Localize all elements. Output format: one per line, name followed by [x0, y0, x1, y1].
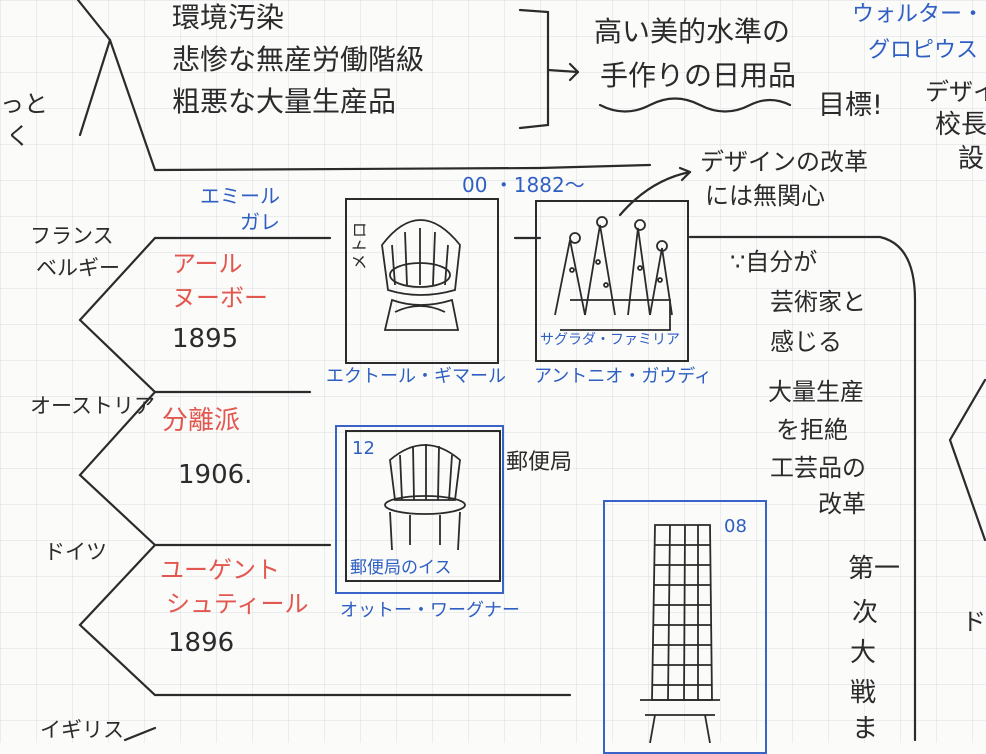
- top-line-2: 悲惨な無産労働階級: [172, 43, 425, 76]
- goal-text: 目標!: [818, 90, 883, 121]
- partial-right-3: 設: [958, 144, 985, 174]
- gaudi-note-3: 感じる: [770, 328, 842, 356]
- partial-left-2: く: [6, 122, 30, 150]
- movement-jugendstil-year: 1896: [168, 628, 235, 658]
- year-line: 00 ・1882〜: [462, 173, 585, 197]
- top-line-1: 環境汚染: [172, 1, 285, 34]
- timeline-lines: [76, 0, 986, 742]
- sagrada-familia-sketch: [554, 216, 673, 331]
- galle-line-2: ガレ: [240, 210, 280, 234]
- partial-right-2: 校長: [935, 110, 986, 140]
- country-belgium: ベルギー: [36, 256, 120, 280]
- top-right-line-1: 高い美的水準の: [594, 15, 791, 48]
- number-08: 08: [724, 516, 747, 537]
- gaudi-note-2: 芸術家と: [770, 288, 866, 316]
- movement-art-nouveau-2: ヌーボー: [172, 284, 268, 312]
- guimard-name: エクトール・ギマール: [326, 366, 506, 387]
- guimard-chair-sketch: [381, 219, 461, 331]
- wagner-blue-frame: [335, 425, 504, 594]
- design-note-1: デザインの改革: [700, 148, 868, 176]
- number-12: 12: [352, 438, 375, 459]
- galle-line-1: エミール: [200, 184, 280, 208]
- movement-jugendstil-1: ユーゲント: [160, 556, 280, 584]
- ww1-2: 次: [852, 598, 879, 628]
- ww1-5: ま: [852, 714, 879, 744]
- wagner-name: オットー・ワーグナー: [340, 600, 520, 621]
- movement-jugendstil-2: シュティール: [166, 590, 309, 618]
- ww1-3: 大: [850, 638, 877, 668]
- movement-secession-year: 1906.: [178, 460, 253, 490]
- country-austria: オーストリア: [30, 394, 155, 418]
- right-partial-text: ドイ: [962, 608, 986, 636]
- movement-art-nouveau-year: 1895: [172, 324, 239, 354]
- country-france: フランス: [30, 224, 114, 248]
- gaudi-note-7: 改革: [818, 490, 866, 518]
- ww1-4: 戦: [850, 678, 877, 708]
- top-line-3: 粗悪な大量生産品: [172, 85, 397, 118]
- country-germany: ドイツ: [44, 540, 107, 564]
- partial-left-1: っと: [0, 90, 48, 118]
- movement-art-nouveau-1: アール: [172, 250, 243, 278]
- top-right-line-2: 手作りの日用品: [600, 59, 797, 92]
- gaudi-note-6: 工芸品の: [770, 454, 866, 482]
- wagner-chair-sketch: [384, 444, 466, 551]
- wagner-sketch-frame: [345, 430, 501, 582]
- sagrada-sketch-frame: [535, 200, 689, 362]
- metro-label: メトロ: [350, 221, 369, 270]
- gaudi-note-5: を拒絶: [776, 416, 848, 444]
- postal-bank-label: 郵便局: [506, 450, 573, 475]
- movement-secession: 分離派: [162, 406, 241, 436]
- design-note-2: には無関心: [705, 182, 825, 210]
- gaudi-note-1: ∵自分が: [730, 248, 818, 276]
- gaudi-note-4: 大量生産: [768, 378, 864, 406]
- ww1-1: 第一: [848, 554, 901, 584]
- gropius-line-2: グロピウス: [868, 38, 979, 63]
- tower-sketch: [640, 524, 720, 743]
- sagrada-label: サグラダ・ファミリア: [540, 332, 680, 348]
- tower-blue-frame: [603, 500, 767, 754]
- country-uk: イギリス: [40, 718, 124, 742]
- partial-right-1: デザイ: [925, 78, 986, 106]
- guimard-sketch-frame: [345, 198, 499, 364]
- gropius-line-1: ウォルター・: [852, 2, 985, 27]
- chair-label: 郵便局のイス: [350, 558, 452, 578]
- gaudi-name: アントニオ・ガウディ: [534, 366, 713, 387]
